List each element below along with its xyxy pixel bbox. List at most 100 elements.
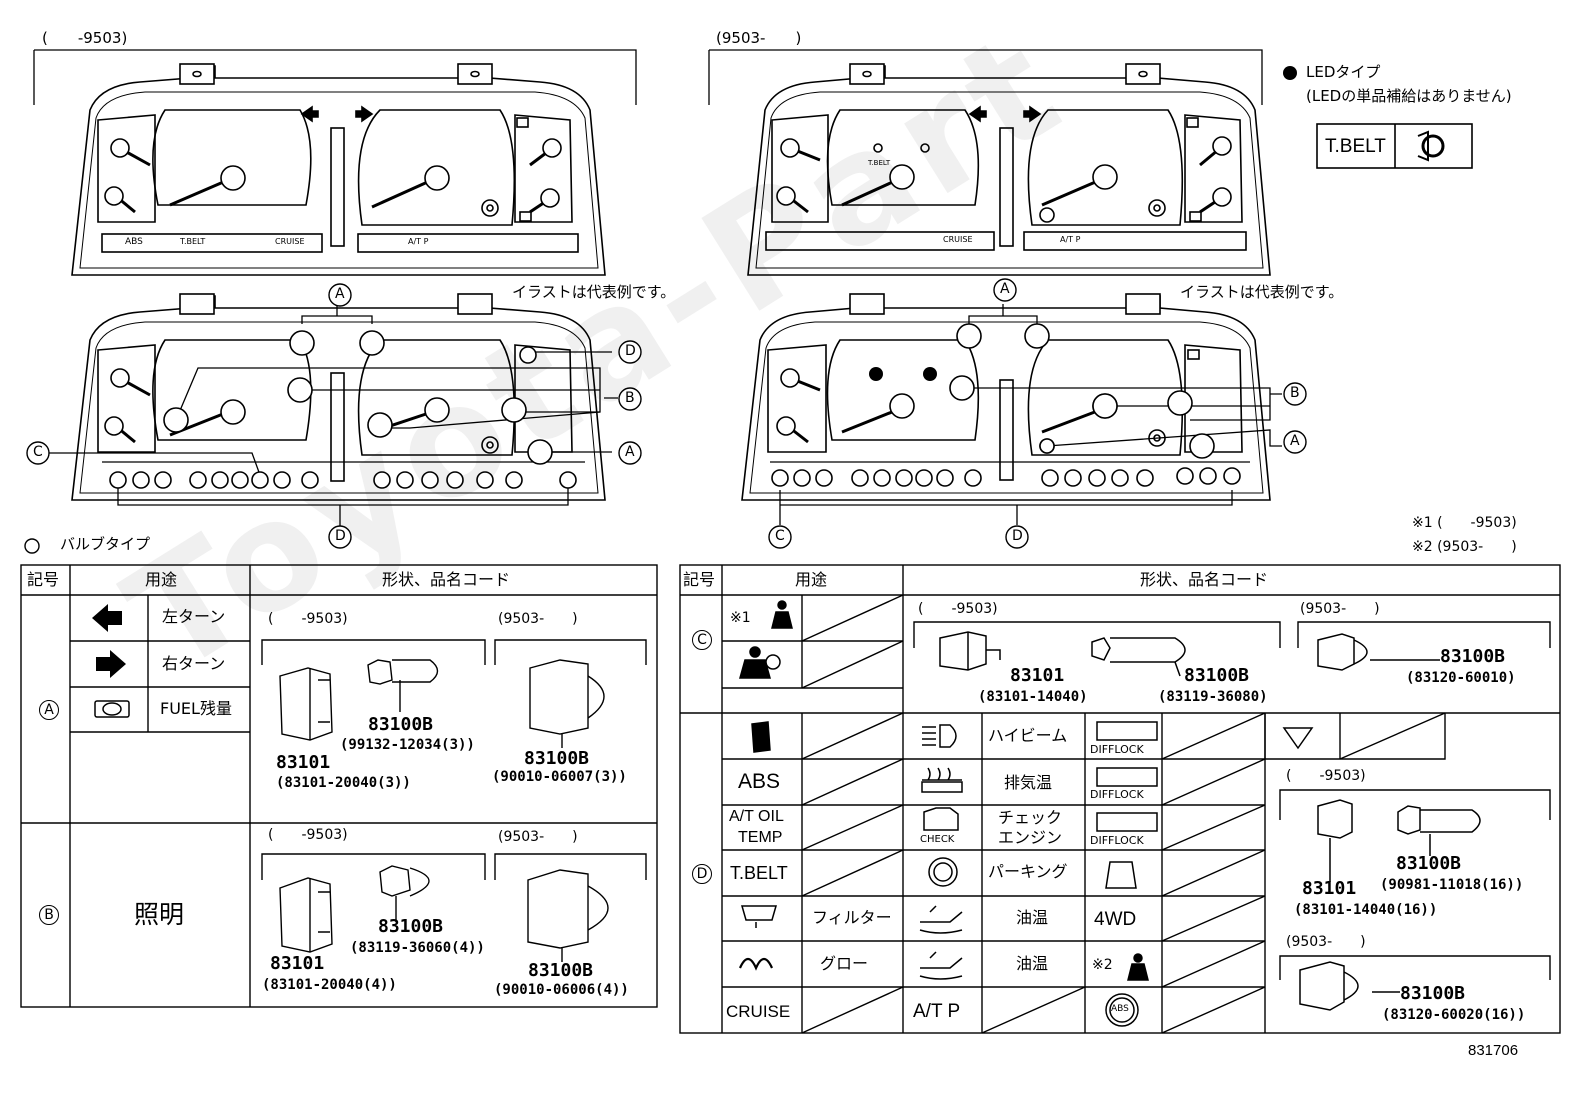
bulb-type-label: バルブタイプ [60,535,151,553]
tbelt-led-box [1316,123,1473,169]
footnote-1: ※1 ( -9503) [1412,515,1517,531]
use-cruise: CRUISE [726,1002,791,1021]
abs-icon-label: ABS [1111,1004,1129,1014]
cluster-abs-label: ABS [125,237,143,247]
row-d-part1-code: (83101-14040(16)) [1294,902,1438,918]
illustration-note-left: イラストは代表例です。 [512,283,676,301]
right-header-symbol: 記号 [683,570,716,589]
difflock-label-2: DIFFLOCK [1090,788,1144,801]
row-c-mark: ※1 [730,610,751,626]
use-4wd: 4WD [1094,909,1137,930]
use-check: チェック [998,808,1063,827]
row-a-part2-code: (99132-12034(3)) [340,737,475,753]
use-high-beam: ハイビーム [988,726,1068,745]
use-abs: ABS [738,770,781,793]
led-dots [869,66,1297,381]
callout-b-left: B [625,390,635,406]
row-b-part3: 83100B [528,960,594,981]
right-header-part: 形状、品名コード [1140,570,1269,589]
callout-c-left: C [33,444,43,460]
led-type-label: LEDタイプ [1306,63,1381,81]
cluster-mid-left [48,293,618,528]
use-fuel-level: FUEL残量 [160,699,232,718]
cluster-cruise-label: CRUISE [275,237,305,246]
row-c-part2-code: (83119-36080) [1158,689,1268,705]
callout-a-top-left: A [335,286,345,302]
use-parking: パーキング [988,862,1068,881]
row-d-old-range: ( -9503) [1286,768,1366,784]
callout-d-right: D [1012,528,1023,544]
left-header-part: 形状、品名コード [382,570,511,589]
row-d-part2: 83100B [1396,853,1462,874]
callout-d-right-left: D [625,343,636,359]
tbelt-led-label: T.BELT [1325,136,1386,157]
cluster-tbelt-small-label: T.BELT [868,159,891,167]
row-d-mark2: ※2 [1092,957,1113,973]
page-code: 831706 [1468,1042,1519,1059]
callout-a-right: A [1290,433,1300,449]
row-d-part3: 83100B [1400,983,1466,1004]
use-right-turn: 右ターン [162,654,226,673]
row-b-part2: 83100B [378,916,444,937]
use-illumination: 照明 [134,900,185,929]
row-a-symbol: A [39,700,59,720]
right-table-icons [738,600,1481,1027]
row-c-new-range: (9503- ) [1300,601,1380,617]
row-c-part1-code: (83101-14040) [978,689,1088,705]
use-tbelt: T.BELT [730,863,788,883]
use-left-turn: 左ターン [162,607,226,626]
use-at-oil: A/T OIL [729,808,784,825]
row-a-part3-code: (90010-06007(3)) [492,769,627,785]
row-a-old-range: ( -9503) [268,611,348,627]
row-b-new-range: (9503- ) [498,829,578,845]
cluster-atp-label: A/T P [408,237,429,246]
range-label-right: (9503- ) [716,29,802,47]
left-header-symbol: 記号 [27,570,60,589]
led-note: (LEDの単品補給はありません) [1306,87,1512,105]
bulb-sockets-mid-left [109,330,577,489]
row-d-part2-code: (90981-11018(16)) [1380,877,1524,893]
cluster-tbelt-label: T.BELT [180,237,206,246]
cluster-atp-label-2: A/T P [1060,235,1081,244]
right-turn-icon [96,650,126,678]
row-d-symbol: D [692,864,712,884]
row-c-part3: 83100B [1440,646,1506,667]
callout-d-bottom-left: D [335,528,346,544]
use-atp: A/T P [913,1001,961,1022]
fuel-gauge-icon [94,700,130,718]
row-a-part1: 83101 [276,752,331,773]
row-b-part1: 83101 [270,953,325,974]
row-a-part3: 83100B [524,748,590,769]
row-a-part2: 83100B [368,714,434,735]
range-bracket-right [708,49,1263,105]
row-c-old-range: ( -9503) [918,601,998,617]
row-d-new-range: (9503- ) [1286,934,1366,950]
use-oil-temp-1: 油温 [1016,908,1049,927]
right-table-grid [679,564,1561,1034]
left-header-use: 用途 [145,570,178,589]
footnote-2: ※2 (9503- ) [1412,539,1517,555]
row-d-part1: 83101 [1302,878,1357,899]
cluster-top-right [747,63,1271,276]
row-c-part2: 83100B [1184,665,1250,686]
check-engine-label: CHECK [920,834,955,845]
bulb-sockets-mid-right [771,323,1241,487]
use-exhaust-temp: 排気温 [1004,773,1053,792]
socket-part-drawings [279,659,609,962]
row-b-old-range: ( -9503) [268,827,348,843]
callout-a-right-left: A [625,444,635,460]
use-temp: TEMP [738,829,783,846]
row-a-part1-code: (83101-20040(3)) [276,775,411,791]
cluster-mid-right [741,293,1282,525]
row-b-symbol: B [39,905,59,925]
row-d-part3-code: (83120-60020(16)) [1382,1007,1526,1023]
cluster-cruise-label-2: CRUISE [943,235,973,244]
callout-bubbles [24,278,1307,554]
row-c-part3-code: (83120-60010) [1406,670,1516,686]
row-b-part2-code: (83119-36060(4)) [350,940,485,956]
callout-a-top-right: A [1000,281,1010,297]
range-label-left: ( -9503) [42,29,128,47]
row-b-part3-code: (90010-06006(4)) [494,982,629,998]
difflock-label-3: DIFFLOCK [1090,834,1144,847]
